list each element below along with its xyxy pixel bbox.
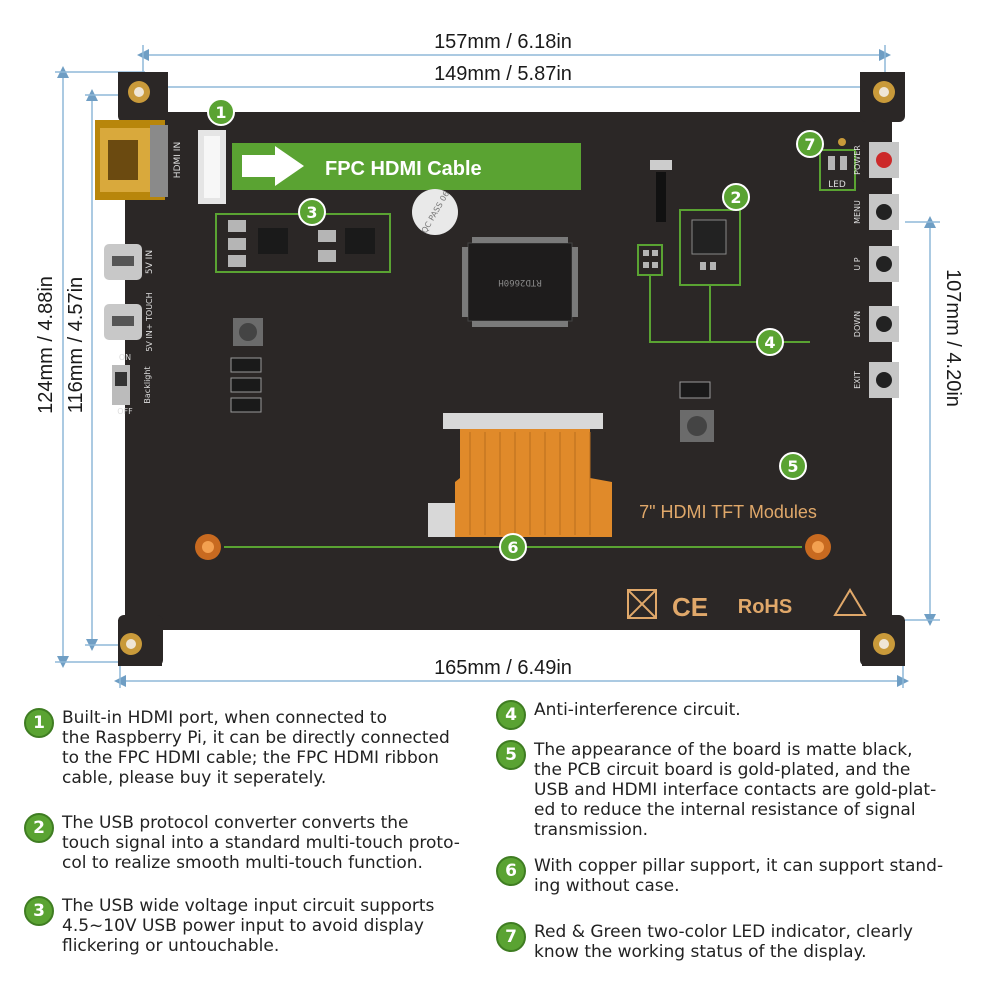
callout-text-3: The USB wide voltage input circuit suppo… <box>62 896 435 956</box>
callout-5: 5 The appearance of the board is matte b… <box>496 740 936 840</box>
mounting-holes <box>120 81 895 655</box>
callout-badge-1: 1 <box>24 708 54 738</box>
copper-pillars <box>195 534 831 560</box>
callout-badge-7: 7 <box>496 922 526 952</box>
backlight-switch <box>112 365 130 405</box>
callout-badge-2: 2 <box>24 813 54 843</box>
qc-sticker <box>412 189 458 235</box>
callout-text-7: Red & Green two-color LED indicator, cle… <box>534 922 913 962</box>
svg-text:3: 3 <box>306 203 317 222</box>
rohs-mark: RoHS <box>738 596 792 618</box>
callout-2: 2 The USB protocol converter converts th… <box>24 813 460 873</box>
backlight-label: Backlight <box>143 366 152 403</box>
diagram-badges: 1 2 3 4 5 6 7 <box>207 98 824 561</box>
callout-text-5: The appearance of the board is matte bla… <box>534 740 937 840</box>
dim-overall-height: 124mm / 4.88in <box>35 276 57 414</box>
button-label-power: POWER <box>853 145 862 175</box>
callout-7: 7 Red & Green two-color LED indicator, c… <box>496 922 913 962</box>
touch-in-label: 5V IN+ TOUCH <box>145 292 154 351</box>
fpc-hdmi-cable-banner <box>232 143 581 190</box>
svg-text:2: 2 <box>730 188 741 207</box>
callout-text-6: With copper pillar support, it can suppo… <box>534 856 944 896</box>
badge-4: 4 <box>756 328 784 356</box>
module-title: 7" HDMI TFT Modules <box>639 502 817 522</box>
side-buttons <box>869 142 899 398</box>
callout-badge-4: 4 <box>496 700 526 730</box>
board-diagram: 157mm / 6.18in 149mm / 5.87in 165mm / 6.… <box>35 31 964 688</box>
badge-3: 3 <box>298 198 326 226</box>
dim-hole-height: 116mm / 4.57in <box>65 277 87 413</box>
ribbon-cable <box>428 413 612 537</box>
main-chip <box>462 237 578 327</box>
usb-ports <box>104 244 142 340</box>
callout-badge-5: 5 <box>496 740 526 770</box>
anti-interference-circuit <box>637 244 810 343</box>
callout-badge-6: 6 <box>496 856 526 886</box>
led-indicator <box>819 138 856 191</box>
svg-text:5: 5 <box>787 457 798 476</box>
hdmi-port <box>95 120 168 200</box>
svg-text:4: 4 <box>764 333 775 352</box>
switch-off-label: OFF <box>117 407 133 416</box>
dim-hole-width: 149mm / 5.87in <box>434 63 572 85</box>
certification-marks <box>627 588 867 619</box>
dim-right-height: 107mm / 4.20in <box>942 269 964 407</box>
callout-4: 4 Anti-interference circuit. <box>496 700 741 730</box>
button-label-exit: EXIT <box>853 371 862 389</box>
usb-converter-circuit <box>650 160 741 286</box>
button-label-up: U P <box>853 257 862 270</box>
button-label-menu: MENU <box>853 200 862 224</box>
badge-2: 2 <box>722 183 750 211</box>
callout-badge-3: 3 <box>24 896 54 926</box>
badge-1: 1 <box>207 98 235 126</box>
hdmi-in-label: HDMI IN <box>173 142 183 178</box>
callout-3: 3 The USB wide voltage input circuit sup… <box>24 896 434 956</box>
svg-text:6: 6 <box>507 538 518 557</box>
callout-text-4: Anti-interference circuit. <box>534 700 741 720</box>
ce-mark: CE <box>672 592 708 622</box>
fpc-hdmi-cable-label: FPC HDMI Cable <box>325 158 482 180</box>
svg-text:7: 7 <box>804 135 815 154</box>
button-label-down: DOWN <box>853 311 862 337</box>
misc-components <box>230 318 714 442</box>
power-in-label: 5V IN <box>145 250 155 274</box>
fpc-connector <box>198 130 226 204</box>
main-chip-label: RTD2660H <box>498 277 541 287</box>
switch-on-label: ON <box>119 353 131 362</box>
callout-6: 6 With copper pillar support, it can sup… <box>496 856 943 896</box>
led-label: LED <box>828 180 846 190</box>
svg-text:1: 1 <box>215 103 226 122</box>
button-labels: POWER MENU U P DOWN EXIT <box>853 145 862 389</box>
badge-7: 7 <box>796 130 824 158</box>
dim-overall-width: 157mm / 6.18in <box>434 31 572 53</box>
dim-pcb-width: 165mm / 6.49in <box>434 657 572 679</box>
badge-6: 6 <box>499 533 527 561</box>
badge-5: 5 <box>779 452 807 480</box>
